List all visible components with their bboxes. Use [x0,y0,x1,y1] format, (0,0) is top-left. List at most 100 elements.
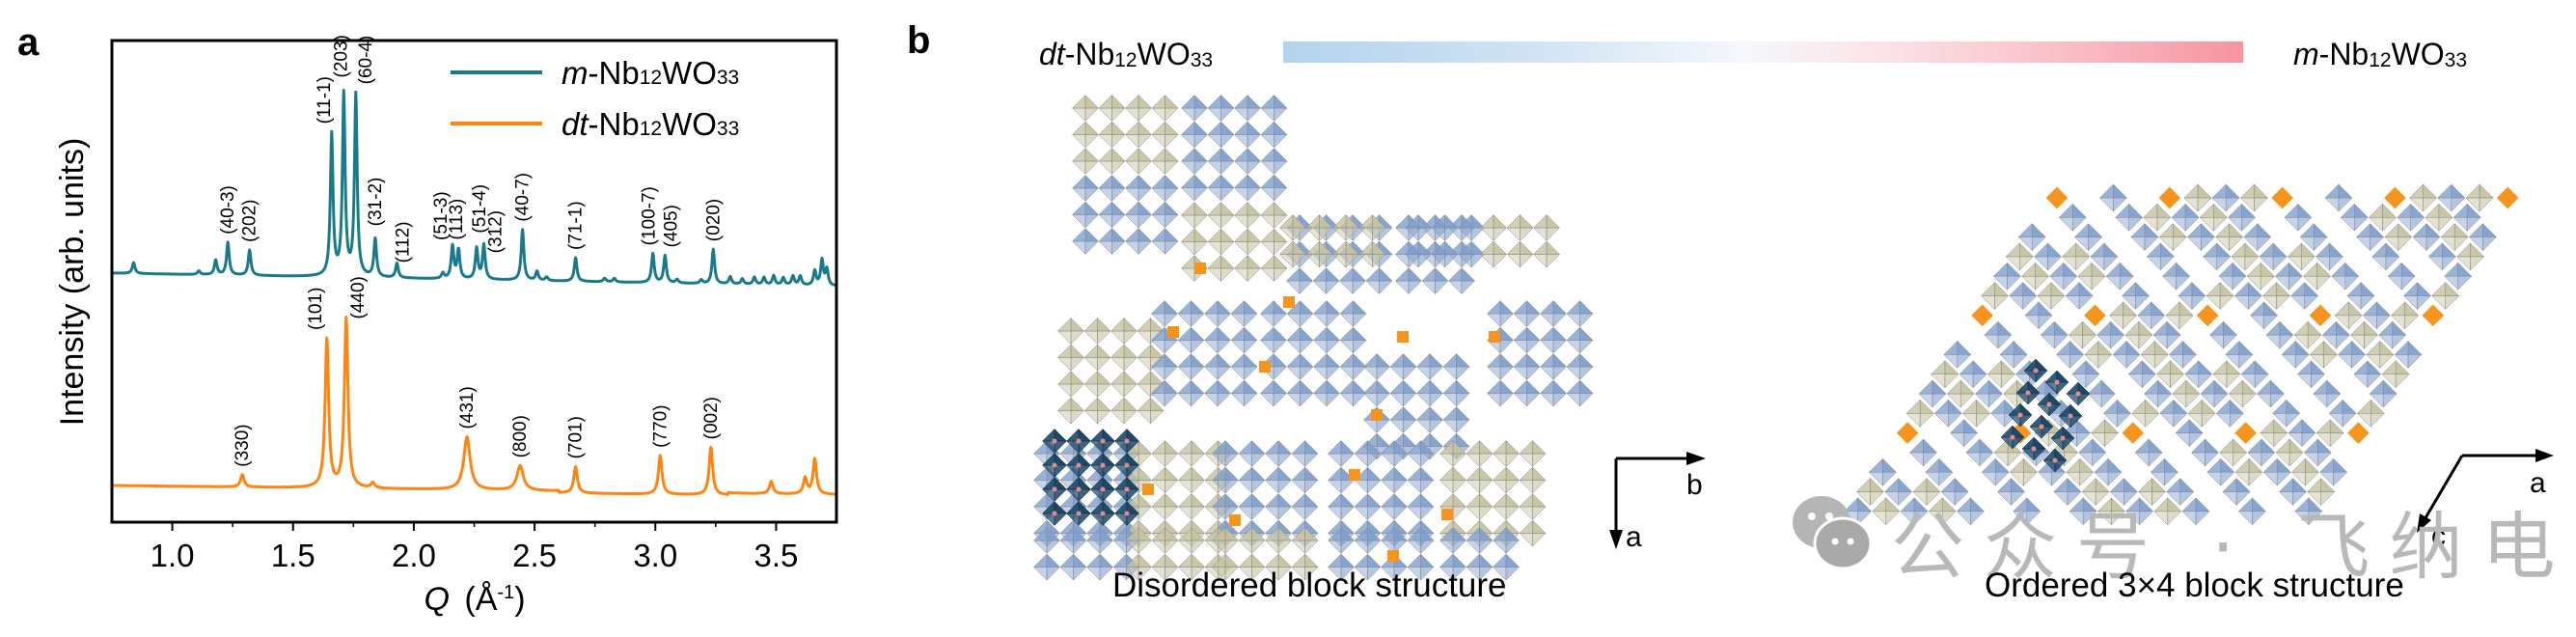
octahedron [1211,492,1240,521]
octahedron [1439,439,1467,468]
octahedron [1112,553,1140,581]
octahedron [1415,379,1444,407]
octahedron [1539,352,1568,381]
octahedron [1404,213,1433,242]
octahedron [1083,344,1111,372]
octahedron [1259,379,1288,407]
legend-label-dt: dt-Nb12WO33 [562,106,739,142]
octahedron [1059,553,1087,581]
octahedron [2275,438,2304,467]
octahedron [1466,492,1494,521]
octahedron [1566,299,1594,328]
octahedron [2412,222,2441,252]
octahedron [2161,262,2191,291]
octahedron [1868,457,1898,486]
tetrahedron [1387,550,1399,562]
octahedron [2140,340,2169,370]
octahedron [1071,201,1100,229]
highlight-octahedron [1065,500,1092,527]
octahedron [2105,262,2134,291]
octahedron [1278,213,1307,242]
octahedron [2203,242,2232,271]
octahedron [1110,317,1138,346]
peak-label: (71-1) [566,201,587,250]
octahedron [1532,240,1561,268]
octahedron [2040,320,2069,349]
octahedron [1286,352,1314,381]
peak-label: (431) [457,386,478,429]
octahedron [2261,281,2291,311]
octahedron [2355,222,2385,252]
highlight-octahedron [2021,436,2046,461]
octahedron [1884,477,1913,507]
octahedron [2262,457,2291,486]
octahedron [2427,242,2456,271]
octahedron [1151,553,1179,581]
watermark-text: 公众号 · 飞纳电镜 [1891,504,2576,590]
tetrahedron [1441,509,1453,520]
octahedron [2137,477,2167,507]
octahedron [2362,301,2392,330]
octahedron [1940,477,1969,507]
octahedron [2274,262,2304,291]
octahedron [1358,213,1386,242]
octahedron [1457,213,1486,242]
octahedron [1238,553,1266,581]
octahedron [1260,147,1288,176]
octahedron [1404,240,1433,268]
octahedron [1056,370,1085,399]
octahedron [2281,340,2310,370]
octahedron [2259,242,2288,271]
octahedron [2143,379,2173,408]
octahedron [2443,262,2473,291]
octahedron [1071,147,1100,176]
octahedron [2143,203,2172,232]
octahedron [2190,438,2220,467]
peak-label: (112) [393,221,413,263]
formula-main: -Nb [1064,37,1115,71]
octahedron [2005,242,2034,271]
octahedron [1059,526,1087,555]
octahedron [1959,360,1987,389]
octahedron [1965,438,1994,467]
octahedron [2150,457,2179,486]
octahedron [1457,240,1486,268]
arrow-right-icon [2535,449,2554,462]
octahedron [1933,399,1962,428]
y-axis-label: Intensity (arb. units) [54,138,91,427]
octahedron [1486,379,1515,407]
octahedron [1442,379,1470,407]
octahedron [1918,379,1947,408]
panel-a-letter: a [17,21,40,64]
octahedron [2183,183,2212,212]
peak-label: (770) [650,404,671,447]
peak-label: (202) [240,199,260,241]
octahedron [2178,281,2206,311]
octahedron [2302,262,2332,291]
octahedron [1211,439,1240,468]
octahedron [1900,497,1929,526]
octahedron [2013,497,2042,526]
octahedron [1124,147,1153,176]
octahedron [1905,399,1934,428]
octahedron [2065,281,2094,311]
octahedron [2234,457,2263,486]
octahedron [1312,299,1341,328]
octahedron [2171,203,2200,232]
octahedron [2378,320,2407,349]
octahedron [1180,121,1209,149]
tetrahedron [1371,409,1383,421]
octahedron [1286,326,1314,354]
octahedron [2260,418,2288,448]
octahedron [1394,266,1423,295]
octahedron [2184,360,2213,389]
octahedron [2134,438,2163,467]
octahedron [2368,203,2398,232]
highlight-octahedron [2044,370,2069,395]
peak-label: (113) [447,199,467,240]
octahedron [2087,379,2116,408]
octahedron [2208,320,2238,349]
octahedron [1151,94,1179,123]
octahedron [1207,228,1235,256]
octahedron [2172,379,2201,408]
